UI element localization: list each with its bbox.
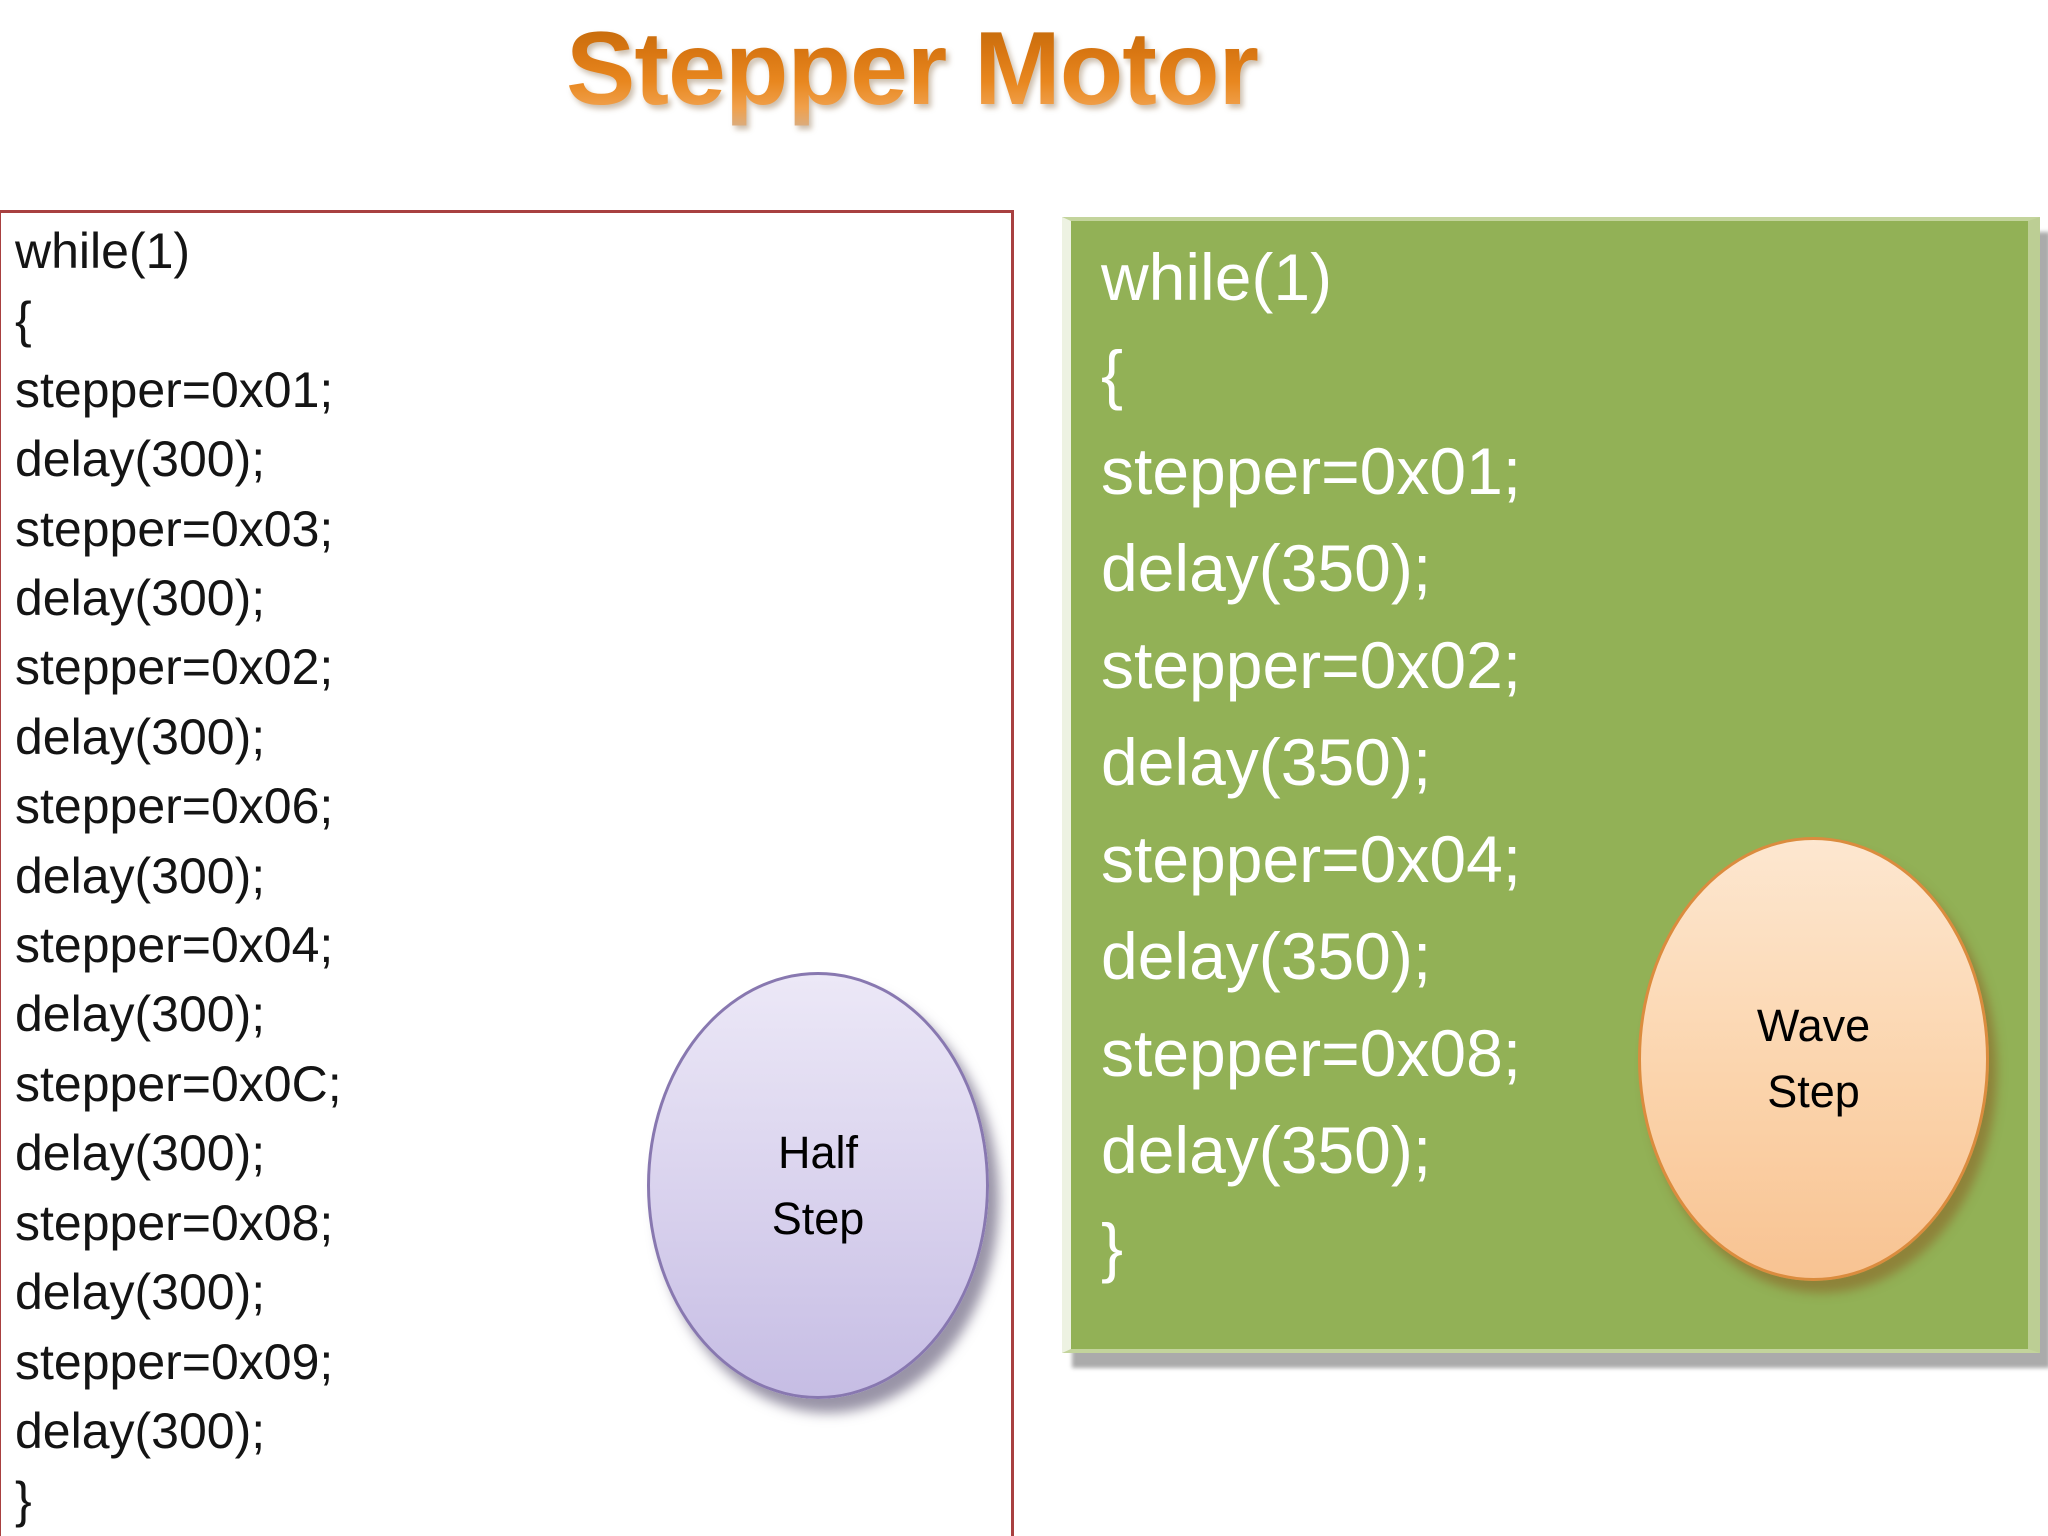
code-line: stepper=0x02; xyxy=(1101,628,1522,702)
code-line: stepper=0x04; xyxy=(15,917,334,974)
code-line: } xyxy=(1101,1210,1124,1284)
code-line: delay(300); xyxy=(15,1402,266,1459)
code-line: delay(300); xyxy=(15,1264,266,1321)
code-line: delay(350); xyxy=(1101,1113,1432,1187)
code-line: } xyxy=(15,1472,32,1529)
code-line: while(1) xyxy=(15,223,191,279)
code-line: delay(300); xyxy=(15,1125,266,1182)
wave-step-label: Wave Step xyxy=(1756,1000,1871,1117)
code-line: stepper=0x02; xyxy=(15,639,334,696)
half-step-code-panel: while(1) { stepper=0x01; delay(300); stepper… xyxy=(0,210,1014,1536)
code-line: stepper=0x08; xyxy=(1101,1016,1522,1090)
half-step-label: Half Step xyxy=(771,1126,865,1244)
half-step-code-block: while(1) { stepper=0x01; delay(300); stepper… xyxy=(1,213,1011,1536)
half-step-ellipse: Half Step xyxy=(647,972,989,1399)
code-line: { xyxy=(15,292,32,349)
code-line: delay(300); xyxy=(15,570,266,627)
code-line: stepper=0x04; xyxy=(1101,822,1522,896)
code-line: delay(300); xyxy=(15,847,266,904)
code-line: delay(350); xyxy=(1101,725,1432,799)
code-line: stepper=0x0C; xyxy=(15,1055,342,1112)
slide-title: Stepper Motor xyxy=(0,10,1824,129)
code-line: stepper=0x01; xyxy=(1101,434,1522,508)
code-line: stepper=0x06; xyxy=(15,778,334,835)
code-line: stepper=0x09; xyxy=(15,1333,334,1390)
code-line: stepper=0x01; xyxy=(15,361,334,418)
code-line: delay(300); xyxy=(15,986,266,1043)
code-line: delay(300); xyxy=(15,708,266,765)
code-line: delay(350); xyxy=(1101,531,1432,605)
wave-step-code-block: while(1) { stepper=0x01; delay(350); stepper… xyxy=(1071,221,2028,1296)
code-line: { xyxy=(1101,337,1124,411)
code-line: stepper=0x03; xyxy=(15,500,334,557)
code-line: stepper=0x08; xyxy=(15,1194,334,1251)
wave-step-ellipse: Wave Step xyxy=(1638,837,1989,1281)
code-line: delay(300); xyxy=(15,431,266,488)
code-line: delay(350); xyxy=(1101,919,1432,993)
code-line: while(1) xyxy=(1101,240,1333,314)
